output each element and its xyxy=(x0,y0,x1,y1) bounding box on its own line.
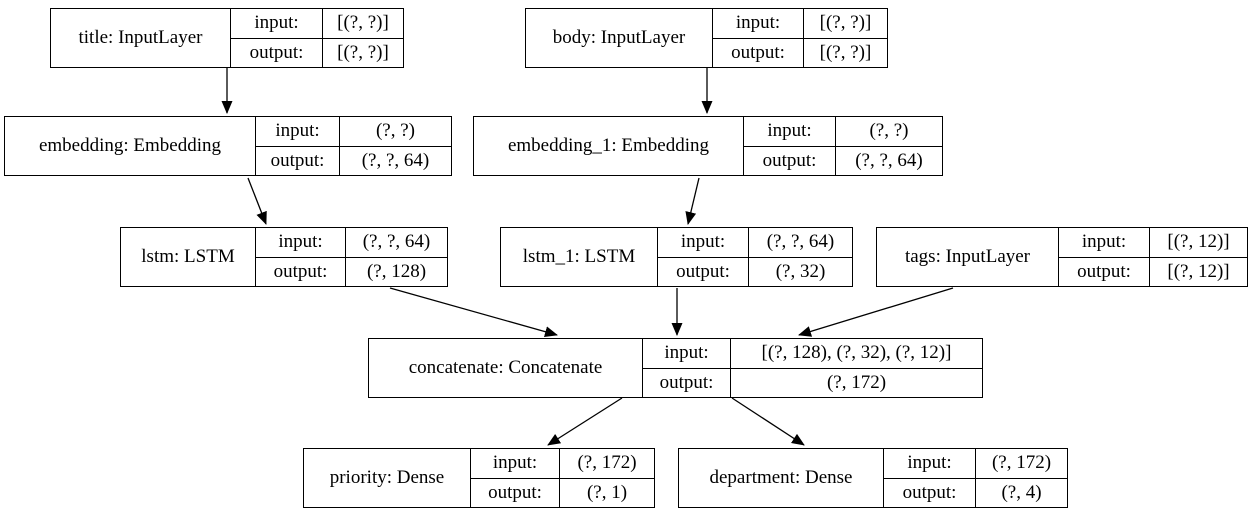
output-shape: (?, 172) xyxy=(826,371,887,393)
input-label: input: xyxy=(658,228,749,257)
output-label: output: xyxy=(256,146,340,175)
node-title-name: title: InputLayer xyxy=(51,9,231,67)
input-label: input: xyxy=(713,9,804,38)
output-label: output: xyxy=(884,478,976,507)
input-shape: [(?, 12)] xyxy=(1167,231,1230,253)
output-label: output: xyxy=(471,478,560,507)
node-body-inputlayer: body: InputLayer input: [(?, ?)] output:… xyxy=(525,8,888,68)
output-label: output: xyxy=(643,368,731,397)
node-lstm-1-name: lstm_1: LSTM xyxy=(501,228,658,286)
node-concatenate-name: concatenate: Concatenate xyxy=(369,339,643,397)
output-shape: (?, ?, 64) xyxy=(855,149,923,171)
input-shape: [(?, 128), (?, 32), (?, 12)] xyxy=(761,342,952,364)
output-shape: (?, ?, 64) xyxy=(361,149,430,171)
edge-tags-to-concatenate xyxy=(798,287,954,337)
input-shape: (?, ?) xyxy=(375,120,416,142)
input-label: input: xyxy=(471,449,560,478)
node-priority-dense: priority: Dense input: (?, 172) output: … xyxy=(303,448,655,508)
edge-lstm-to-concatenate xyxy=(389,287,558,338)
edge-concatenate-to-priority xyxy=(547,397,623,446)
node-lstm-1: lstm_1: LSTM input: (?, ?, 64) output: (… xyxy=(500,227,853,287)
input-shape: (?, ?, 64) xyxy=(362,231,431,253)
node-title-inputlayer: title: InputLayer input: [(?, ?)] output… xyxy=(50,8,404,68)
output-label: output: xyxy=(713,38,804,67)
input-label: input: xyxy=(744,117,836,146)
node-embedding: embedding: Embedding input: (?, ?) outpu… xyxy=(4,116,452,176)
input-shape: [(?, ?)] xyxy=(819,12,872,34)
edge-concatenate-to-department xyxy=(731,397,805,446)
output-shape: (?, 4) xyxy=(1001,481,1042,503)
input-label: input: xyxy=(256,228,346,257)
node-body-name: body: InputLayer xyxy=(526,9,713,67)
output-label: output: xyxy=(1059,257,1150,286)
input-shape: (?, ?, 64) xyxy=(766,231,835,253)
edge-embedding_1-to-lstm_1 xyxy=(685,177,700,225)
output-shape: [(?, ?)] xyxy=(819,41,872,63)
input-label: input: xyxy=(884,449,976,478)
node-tags-name: tags: InputLayer xyxy=(877,228,1059,286)
output-shape: (?, 128) xyxy=(366,260,427,282)
output-shape: [(?, 12)] xyxy=(1167,260,1230,282)
output-shape: [(?, ?)] xyxy=(337,41,389,63)
node-lstm: lstm: LSTM input: (?, ?, 64) output: (?,… xyxy=(120,227,448,287)
input-shape: (?, ?) xyxy=(869,120,909,142)
node-lstm-name: lstm: LSTM xyxy=(121,228,256,286)
input-shape: (?, 172) xyxy=(991,452,1052,474)
edge-embedding-to-lstm xyxy=(247,177,267,225)
output-label: output: xyxy=(256,257,346,286)
output-label: output: xyxy=(744,146,836,175)
node-embedding-name: embedding: Embedding xyxy=(5,117,256,175)
output-label: output: xyxy=(658,257,749,286)
node-tags-inputlayer: tags: InputLayer input: [(?, 12)] output… xyxy=(876,227,1248,287)
node-department-name: department: Dense xyxy=(679,449,884,507)
output-shape: (?, 1) xyxy=(586,481,628,503)
input-label: input: xyxy=(256,117,340,146)
node-department-dense: department: Dense input: (?, 172) output… xyxy=(678,448,1068,508)
input-label: input: xyxy=(1059,228,1150,257)
input-shape: [(?, ?)] xyxy=(337,12,389,34)
input-label: input: xyxy=(643,339,731,368)
node-concatenate: concatenate: Concatenate input: [(?, 128… xyxy=(368,338,983,398)
node-priority-name: priority: Dense xyxy=(304,449,471,507)
output-shape: (?, 32) xyxy=(775,260,826,282)
input-label: input: xyxy=(231,9,323,38)
node-embedding-1-name: embedding_1: Embedding xyxy=(474,117,744,175)
output-label: output: xyxy=(231,38,323,67)
input-shape: (?, 172) xyxy=(577,452,637,474)
node-embedding-1: embedding_1: Embedding input: (?, ?) out… xyxy=(473,116,943,176)
